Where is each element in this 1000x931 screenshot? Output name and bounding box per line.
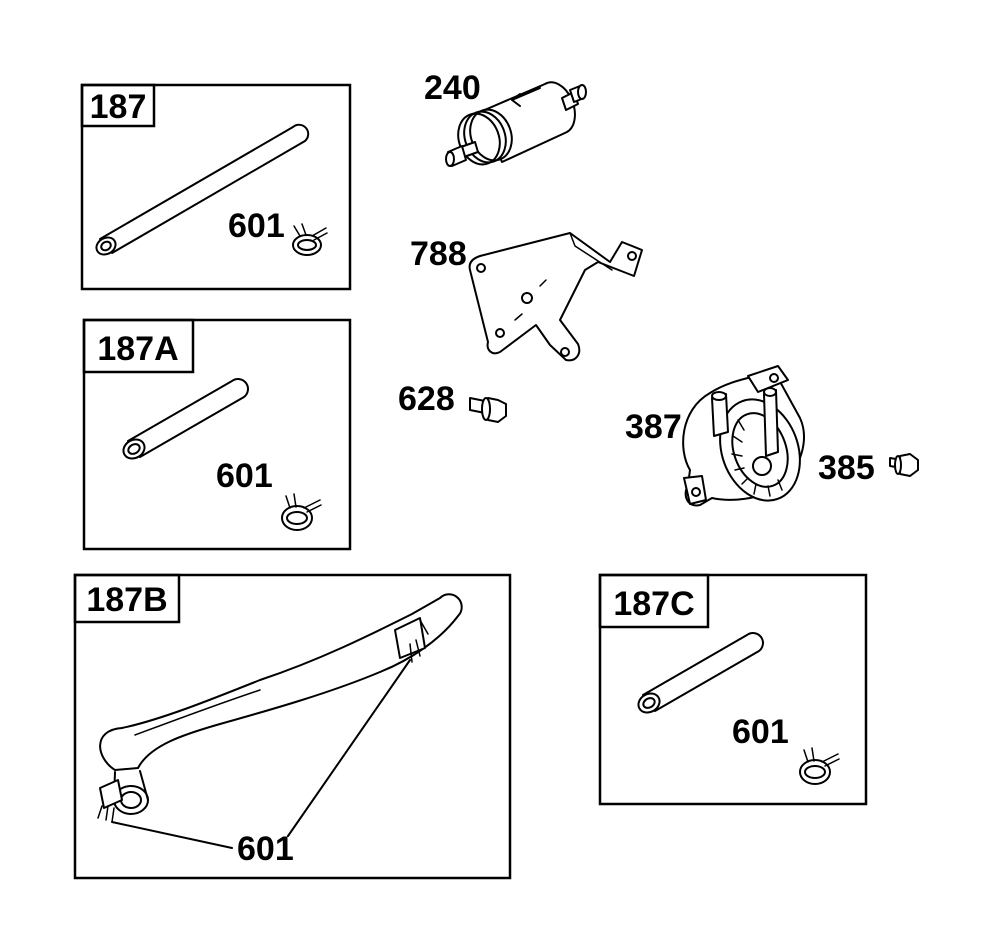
clamp-label-187: 601 (228, 207, 285, 245)
panel-187a: 187A 601 (82, 318, 352, 551)
panel-187b-tag-box (73, 573, 181, 624)
panel-187a-tag-box (82, 318, 195, 374)
part-label-240: 240 (424, 69, 481, 107)
panel-187c-frame (598, 573, 868, 806)
panel-187a-frame (82, 318, 352, 551)
part-label-628: 628 (398, 380, 455, 418)
part-label-387: 387 (625, 408, 682, 446)
panel-187-frame (80, 83, 352, 291)
panel-187b-frame (73, 573, 512, 880)
panel-187b-tag: 187B (86, 581, 167, 619)
fuel-filter (445, 81, 587, 167)
hose-clamp (292, 223, 328, 256)
clamp-label-187b: 601 (237, 830, 294, 868)
panel-187-tag-box (80, 83, 156, 128)
panel-187b: 187B 601 (73, 573, 512, 880)
fuel-line-straight (95, 123, 310, 256)
hose-clamp (394, 617, 429, 663)
screw (889, 453, 919, 477)
mounting-bracket (468, 232, 643, 362)
panel-187c-tag-box (598, 573, 710, 629)
fuel-pump (682, 365, 805, 507)
fuel-line-molded (99, 593, 463, 815)
panel-187c: 187C 601 (598, 573, 868, 806)
hose-clamp (799, 747, 840, 785)
part-label-385: 385 (818, 449, 875, 487)
hose-clamp (281, 493, 322, 531)
part-label-788: 788 (410, 235, 467, 273)
panel-187a-tag: 187A (97, 330, 178, 368)
leader-lines (111, 659, 411, 849)
panel-187c-tag: 187C (613, 585, 694, 623)
hose-clamp (97, 779, 123, 823)
clamp-label-187c: 601 (732, 713, 789, 751)
fuel-line-short (637, 632, 764, 714)
clamp-label-187a: 601 (216, 457, 273, 495)
fuel-line-short (122, 378, 249, 460)
flange-bolt (469, 397, 507, 423)
panel-187: 187 601 (80, 83, 352, 291)
panel-187-tag: 187 (90, 88, 147, 126)
